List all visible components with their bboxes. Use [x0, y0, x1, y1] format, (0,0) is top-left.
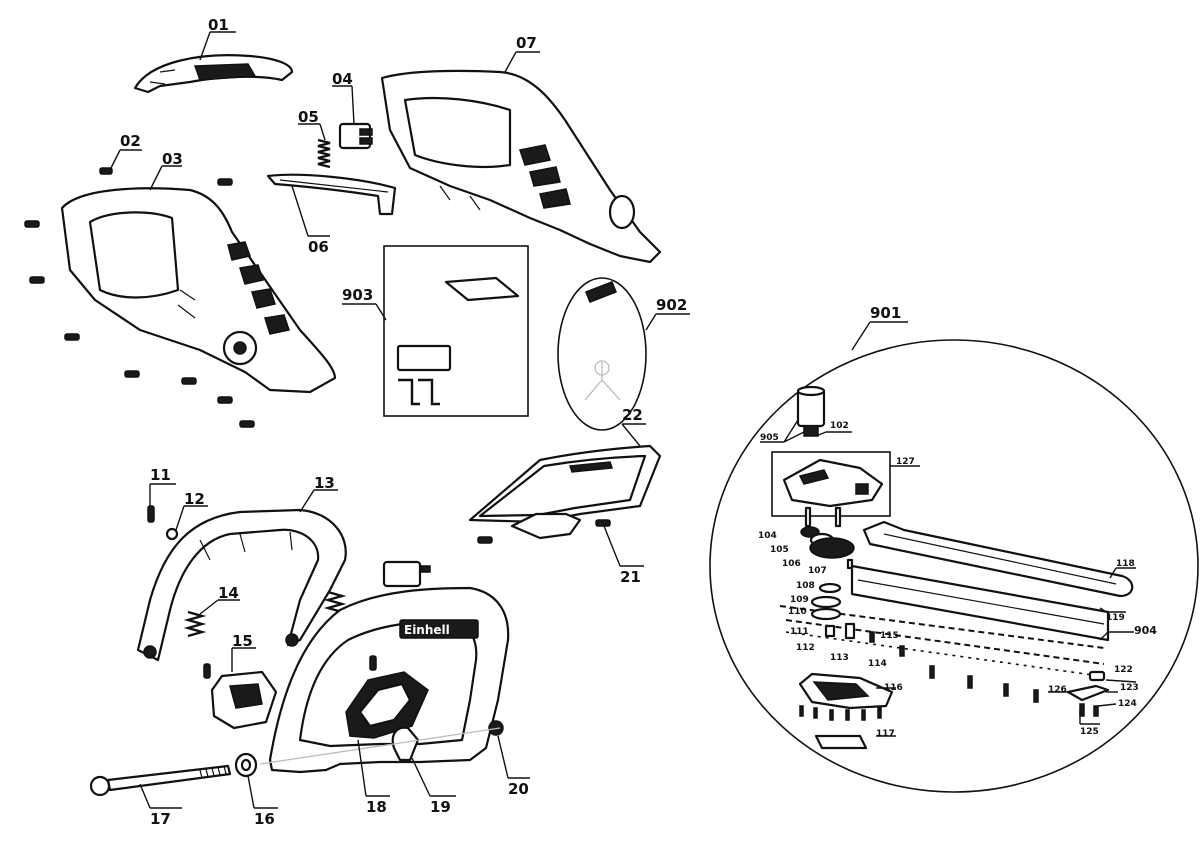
callout-127: 127	[896, 457, 915, 467]
part-21-screws	[477, 519, 611, 544]
callout-107: 107	[808, 566, 827, 576]
callout-106: 106	[782, 559, 801, 569]
callout-12: 12	[184, 490, 205, 508]
part-904-blade-set	[779, 564, 1110, 677]
part-04-switch	[338, 122, 373, 150]
blade-screws	[929, 665, 1099, 717]
callout-14: 14	[218, 584, 239, 602]
callout-122: 122	[1114, 665, 1133, 675]
callout-113: 113	[830, 653, 849, 663]
callout-11: 11	[150, 466, 171, 484]
callout-901: 901	[870, 304, 901, 322]
part-16-washer	[234, 752, 258, 778]
washers-108-115	[810, 582, 905, 657]
part-11-screw	[147, 505, 155, 523]
brand-mark-text: Einhell	[404, 623, 450, 637]
callout-15: 15	[232, 632, 253, 650]
callout-18: 18	[366, 798, 387, 816]
part-12-washer	[165, 527, 179, 541]
callout-112: 112	[796, 643, 815, 653]
part-07-right-housing	[380, 69, 662, 264]
callout-22: 22	[622, 406, 643, 424]
callout-16: 16	[254, 810, 275, 828]
part-05-spring	[317, 138, 331, 169]
callout-902: 902	[656, 296, 687, 314]
callout-05: 05	[298, 108, 319, 126]
callout-labels: 01 02 03 04 05 06 07 11 12 13 14 15 16 1…	[120, 16, 1157, 828]
part-117-pad	[814, 734, 868, 750]
callout-118: 118	[1116, 559, 1135, 569]
part-18-front-bow-handle: Einhell	[268, 586, 510, 774]
callout-19: 19	[430, 798, 451, 816]
callout-123: 123	[1120, 683, 1139, 693]
callout-06: 06	[308, 238, 329, 256]
callout-903: 903	[342, 286, 373, 304]
callout-01: 01	[208, 16, 229, 34]
callout-117: 117	[876, 729, 895, 739]
callout-13: 13	[314, 474, 335, 492]
callout-105: 105	[770, 545, 789, 555]
group-901-gear-blade-detail	[709, 339, 1199, 793]
part-15-handle-clamp	[203, 663, 278, 730]
part-14-spring	[183, 590, 347, 638]
callout-03: 03	[162, 150, 183, 168]
callout-904: 904	[1134, 624, 1157, 637]
callout-115: 115	[880, 631, 899, 641]
callout-111: 111	[790, 627, 809, 637]
part-01-top-grip-cover	[133, 54, 294, 94]
part-06-trigger-lever	[266, 173, 397, 216]
part-905-motor	[796, 385, 826, 437]
callout-21: 21	[620, 568, 641, 586]
part-17-long-bolt	[89, 727, 501, 797]
callout-leader-lines	[109, 31, 1137, 809]
callout-124: 124	[1118, 699, 1137, 709]
callout-110: 110	[788, 607, 807, 617]
part-02-screws	[24, 167, 255, 428]
part-19-clip	[391, 726, 420, 762]
callout-119: 119	[1106, 613, 1125, 623]
callout-20: 20	[508, 780, 529, 798]
callout-04: 04	[332, 70, 353, 88]
callout-102: 102	[830, 421, 849, 431]
callout-905: 905	[760, 433, 779, 443]
group-903-small-parts-bag	[383, 245, 529, 417]
part-13-front-handle-bracket	[136, 508, 347, 662]
part-122-123-blade-clip	[1066, 670, 1110, 702]
callout-126: 126	[1048, 685, 1067, 695]
callout-104: 104	[758, 531, 777, 541]
part-116-gearbox-cover	[798, 672, 894, 721]
part-22-blade-guard	[468, 444, 662, 540]
callout-02: 02	[120, 132, 141, 150]
callout-108: 108	[796, 581, 815, 591]
callout-114: 114	[868, 659, 887, 669]
callout-07: 07	[516, 34, 537, 52]
group-902-spring-bag	[557, 277, 647, 431]
callout-116: 116	[884, 683, 903, 693]
handle-switch-module	[382, 560, 431, 588]
callout-17: 17	[150, 810, 171, 828]
callout-125: 125	[1080, 727, 1099, 737]
gear-stack-104-107	[800, 506, 855, 570]
callout-109: 109	[790, 595, 809, 605]
part-118-blade-guide-bar	[862, 520, 1134, 598]
part-03-left-housing	[60, 187, 337, 394]
